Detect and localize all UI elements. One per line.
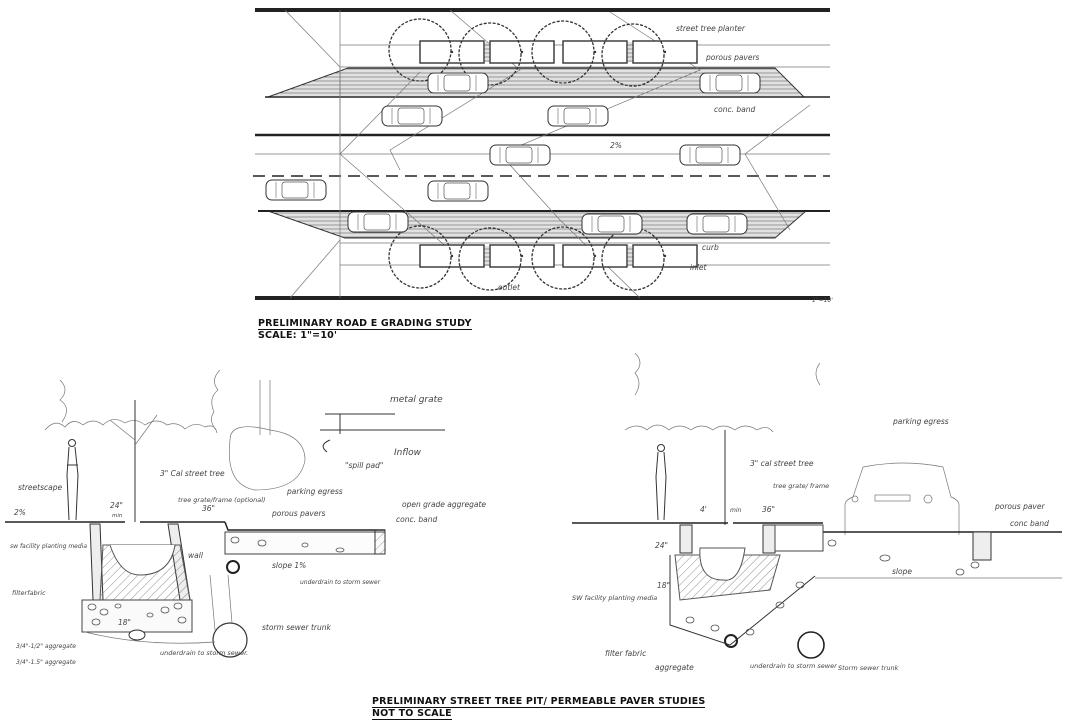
label-open-grade-aggregate: open grade aggregate	[402, 500, 486, 509]
label-tree-grate: tree grate/frame (optional)	[178, 496, 266, 504]
root-ball	[109, 544, 176, 576]
label-slope: 2%	[610, 141, 622, 150]
plan-title-block: PRELIMINARY ROAD E GRADING STUDY SCALE: …	[258, 318, 472, 341]
label-parking-egress: parking egress	[286, 487, 343, 496]
label-porous-paver: porous paver	[994, 502, 1045, 511]
label-parking-egress: parking egress	[892, 417, 949, 426]
pit-wall-right	[762, 524, 776, 554]
label-underdrain: underdrain to storm sewer	[750, 662, 838, 670]
dim-18: 18"	[657, 581, 670, 590]
concrete-band	[972, 531, 992, 561]
tree-canopy-icon	[624, 352, 821, 433]
inflow-detail	[320, 413, 445, 453]
label-porous-pavers: porous pavers	[271, 509, 326, 518]
label-streetscape: streetscape	[18, 483, 62, 492]
tree-canopy-icon	[44, 369, 221, 434]
label-slope: slope	[892, 567, 912, 576]
dim-36: 36"	[762, 505, 775, 514]
sections-title-block: PRELIMINARY STREET TREE PIT/ PERMEABLE P…	[372, 696, 706, 720]
storm-sewer-trunk	[797, 631, 825, 659]
label-storm-sewer-trunk: Storm sewer trunk	[838, 664, 899, 672]
label-aggregate-large: 3/4"-1.5" aggregate	[16, 659, 76, 666]
label-conc-band: conc. band	[396, 515, 437, 524]
dim-24: 24"	[110, 501, 123, 510]
label-inflow: Inflow	[394, 448, 422, 458]
person-figure-icon	[655, 444, 667, 521]
sections-title: PRELIMINARY STREET TREE PIT/ PERMEABLE P…	[372, 696, 706, 708]
label-sw-facility: sw facility planting media	[10, 543, 87, 550]
label-filter-fabric: filter fabric	[605, 649, 647, 658]
underdrain-pipe	[724, 634, 738, 648]
label-outlet: outlet	[498, 283, 521, 292]
label-conc-band: conc. band	[714, 105, 755, 114]
label-wall: wall	[188, 551, 204, 560]
planters-top	[419, 40, 698, 64]
label-storm-sewer-trunk: storm sewer trunk	[262, 623, 331, 632]
label-street-tree: 3" cal street tree	[750, 459, 814, 468]
label-slope: slope 1%	[272, 561, 306, 570]
aggregate-layer	[81, 599, 193, 633]
label-underdrain-to-sewer: underdrain to storm sewer	[300, 579, 381, 586]
label-aggregate-small: 3/4"-1/2" aggregate	[16, 643, 76, 650]
aggregate-trench	[669, 555, 816, 646]
dim-24: 24"	[655, 541, 668, 550]
storm-sewer-trunk	[212, 622, 248, 658]
grade-lines	[284, 9, 451, 251]
planters-bottom	[419, 244, 698, 268]
label-metal-grate: metal grate	[390, 395, 443, 405]
label-spill-pad: "spill pad"	[345, 461, 383, 470]
curb-section	[774, 524, 824, 552]
plan-scale: SCALE: 1"=10'	[258, 330, 338, 341]
sections-scale: NOT TO SCALE	[372, 708, 452, 720]
label-curb: curb	[702, 243, 719, 252]
label-sw-facility: SW facility planting media	[572, 594, 657, 602]
person-figure-icon	[66, 439, 79, 521]
label-street-tree: 3" Cal street tree	[160, 469, 225, 478]
dim-18: 18"	[118, 618, 131, 627]
concrete-band	[374, 529, 386, 555]
label-scale-note: 1"=10'	[812, 297, 833, 304]
label-filter-fabric: filterfabric	[12, 589, 46, 597]
label-underdrain: underdrain to storm sewer.	[160, 649, 248, 657]
dim-min: min	[730, 507, 742, 514]
label-street-tree-planter: street tree planter	[676, 24, 746, 33]
dim-min: min	[112, 513, 123, 519]
road-grading-plan: street tree planter porous pavers conc. …	[253, 5, 835, 307]
plan-title: PRELIMINARY ROAD E GRADING STUDY	[258, 318, 472, 330]
tree-pit-section-left: metal grate Inflow "spill pad" 2% 3" Cal…	[5, 369, 486, 666]
label-porous-pavers: porous pavers	[705, 53, 760, 62]
pit-wall-left	[679, 524, 693, 554]
root-ball	[699, 547, 746, 581]
label-conc-band: conc band	[1010, 519, 1049, 528]
parked-car-icon	[844, 462, 960, 535]
tree-pit-section-right: parking egress 3" cal street tree tree g…	[572, 352, 1062, 672]
label-inlet: inlet	[690, 263, 708, 272]
label-tree-grate: tree grate/ frame	[773, 482, 829, 490]
dim-36: 36"	[202, 504, 215, 513]
label-slope-top: 2%	[14, 508, 26, 517]
dim-4: 4'	[700, 505, 707, 514]
label-aggregate: aggregate	[655, 663, 694, 672]
underdrain-pipe	[226, 560, 240, 574]
